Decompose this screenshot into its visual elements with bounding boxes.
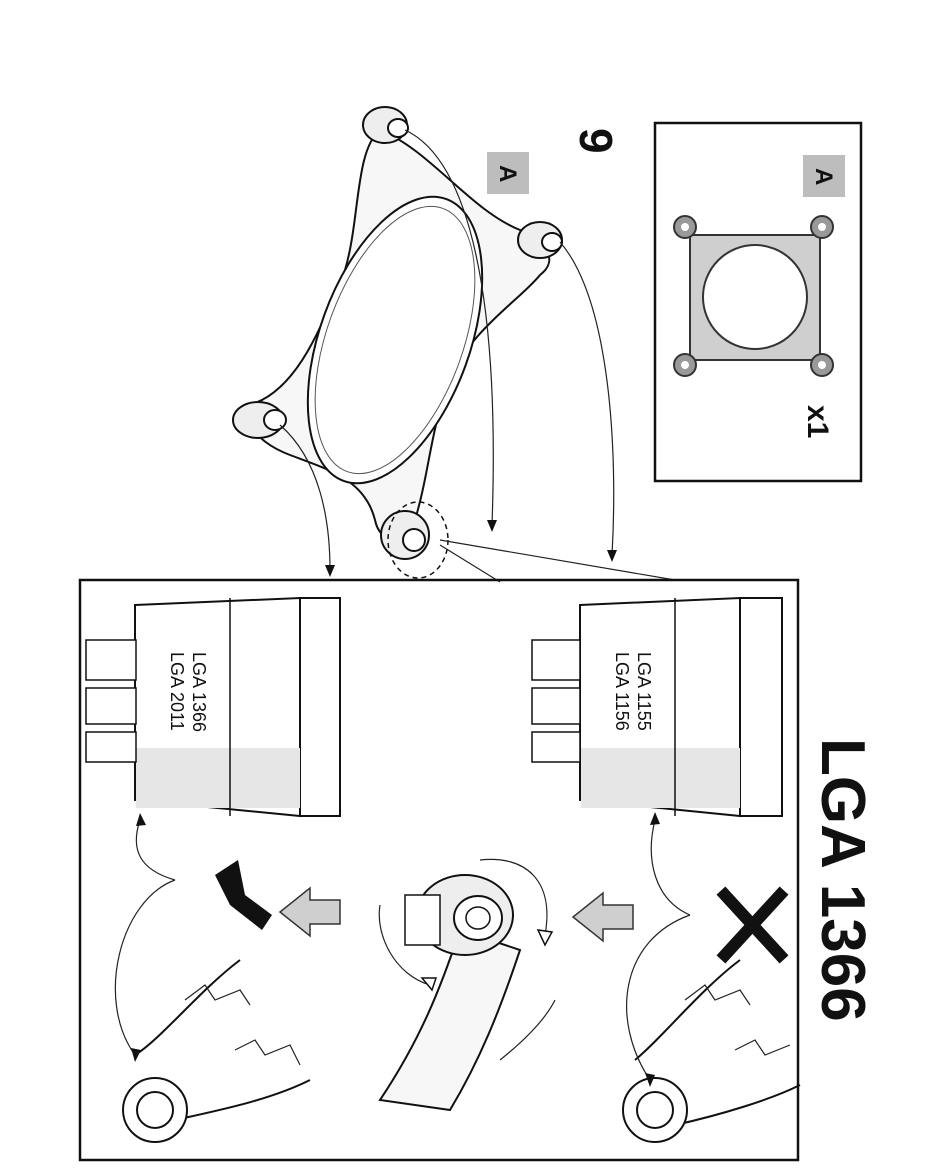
standoff-wrong: LGA 1155 LGA 1156 xyxy=(532,598,782,816)
standoff-correct-line-1: LGA 1366 xyxy=(189,652,209,732)
check-icon xyxy=(215,860,272,930)
parts-box: A x1 xyxy=(655,123,861,481)
bracket-badge-letter: A xyxy=(494,165,521,182)
step-number: 9 xyxy=(570,128,622,154)
standoff-correct: LGA 1366 LGA 2011 xyxy=(86,598,340,816)
rotate-standoff-illustration xyxy=(379,859,555,1110)
standoff-wrong-line-2: LGA 1156 xyxy=(612,652,632,731)
part-badge: A xyxy=(803,155,845,197)
bracket-thumbnail xyxy=(674,216,833,376)
arrow-left-icon xyxy=(280,888,340,936)
shade xyxy=(136,748,300,808)
socket-corner-wrong xyxy=(623,812,800,1142)
part-badge-letter: A xyxy=(810,168,837,185)
shade xyxy=(581,748,740,808)
part-quantity: x1 xyxy=(801,405,834,438)
bracket-badge: A xyxy=(487,152,529,194)
socket-corner-correct xyxy=(115,813,310,1142)
arrow-left-icon xyxy=(573,893,633,941)
step-title: LGA 1366 xyxy=(808,738,877,1022)
standoff-correct-line-2: LGA 2011 xyxy=(167,652,187,731)
cross-icon xyxy=(725,895,780,955)
standoff-wrong-line-1: LGA 1155 xyxy=(634,652,654,731)
